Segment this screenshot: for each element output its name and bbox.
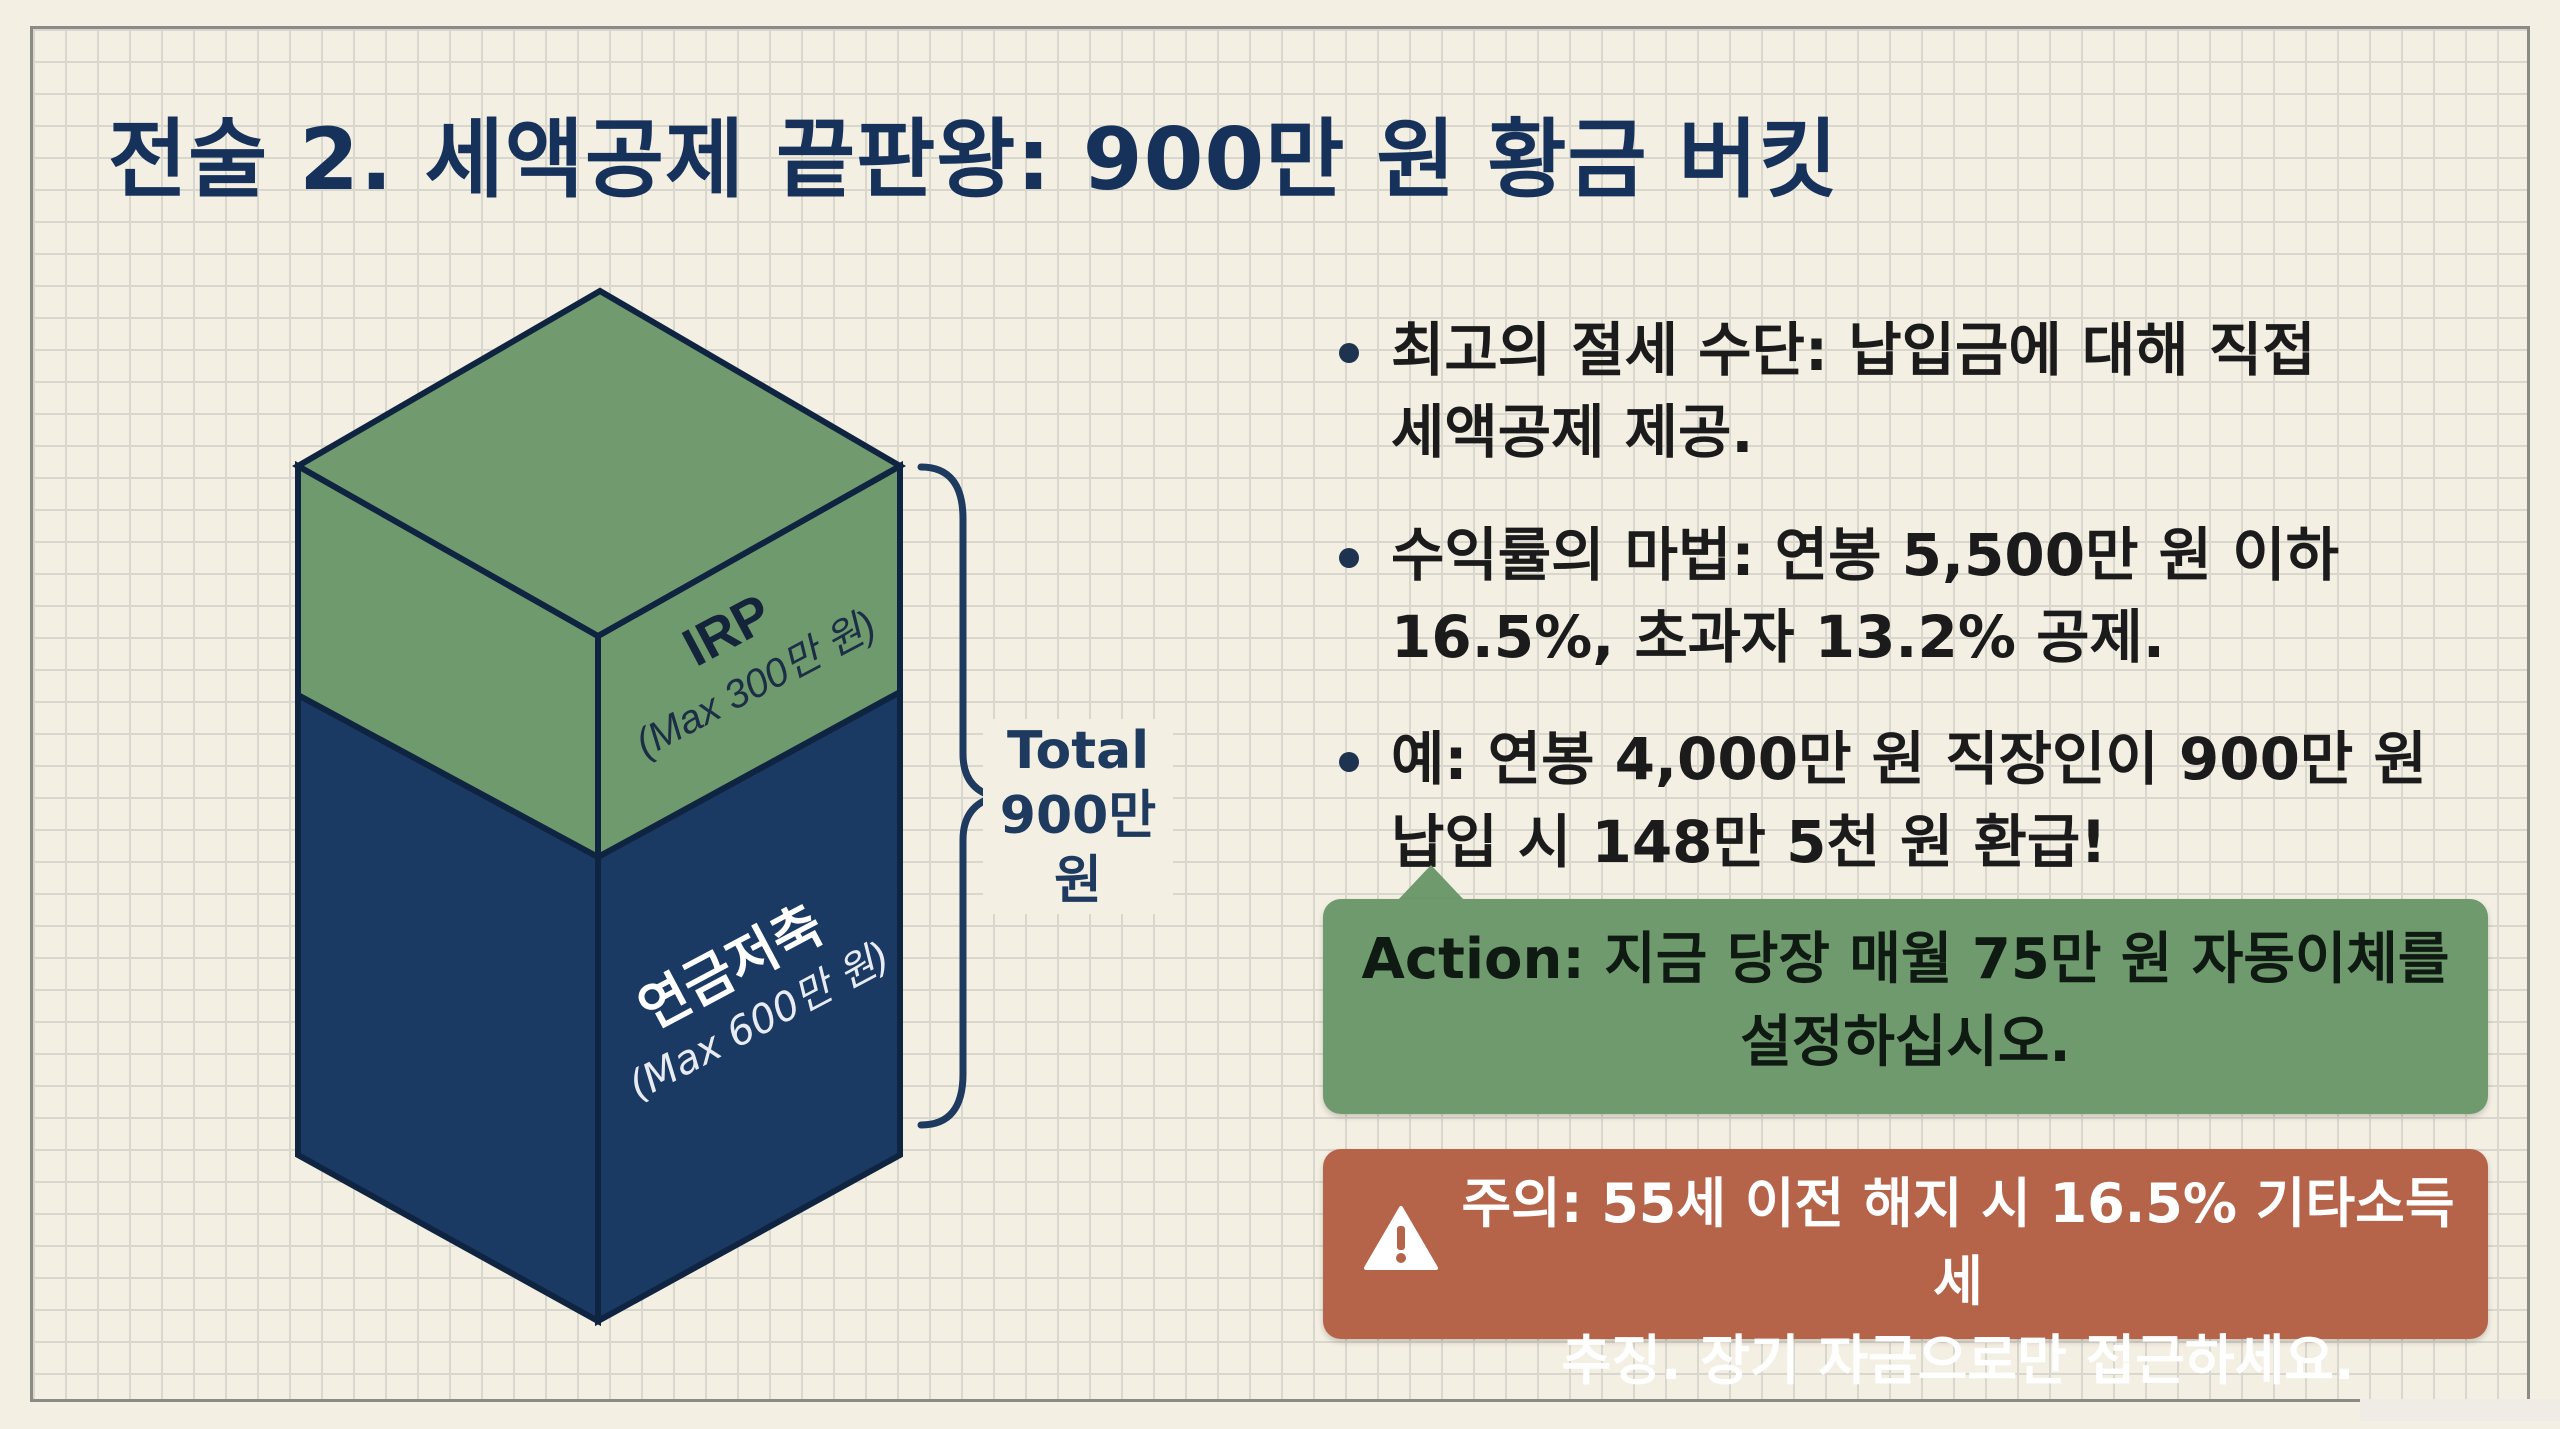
action-callout-text: Action: 지금 당장 매월 75만 원 자동이체를 설정하십시오. [1361,927,2450,1075]
bullet-dot-icon [1339,343,1359,363]
action-callout-pointer [1397,865,1465,901]
action-callout: Action: 지금 당장 매월 75만 원 자동이체를 설정하십시오. [1323,899,2488,1114]
bullet-item: 수익률의 마법: 연봉 5,500만 원 이하 16.5%, 초과자 13.2%… [1333,514,2513,679]
total-label-amount: 900만 원 [999,786,1157,911]
warning-callout-text: 주의: 55세 이전 해지 시 16.5% 기타소득세 추징. 장기 자금으로만… [1461,1172,2455,1392]
bullet-item: 최고의 절세 수단: 납입금에 대해 직접 세액공제 제공. [1333,309,2513,474]
cube-top-face [291,287,907,640]
warning-triangle-icon [1364,1206,1438,1270]
total-label: Total 900만 원 [983,719,1173,914]
bullet-dot-icon [1339,547,1359,568]
warning-callout: 주의: 55세 이전 해지 시 16.5% 기타소득세 추징. 장기 자금으로만… [1323,1149,2488,1392]
bullet-dot-icon [1339,752,1359,773]
slide-title: 전술 2. 세액공제 끝판왕: 900만 원 황금 버킷 [108,110,1839,210]
slide: 전술 2. 세액공제 끝판왕: 900만 원 황금 버킷 IRP (Max 30… [30,26,2530,1402]
total-label-line1: Total [1006,721,1150,781]
corner-overlay [2360,1399,2560,1421]
bullet-item: 예: 연봉 4,000만 원 직장인이 900만 원 납입 시 148만 5천 … [1333,718,2513,883]
bucket-cube-diagram: IRP (Max 300만 원) 연금저축 (Max 600만 원) [291,287,997,1327]
benefit-bullet-list: 최고의 절세 수단: 납입금에 대해 직접 세액공제 제공. 수익률의 마법: … [1333,309,2513,923]
